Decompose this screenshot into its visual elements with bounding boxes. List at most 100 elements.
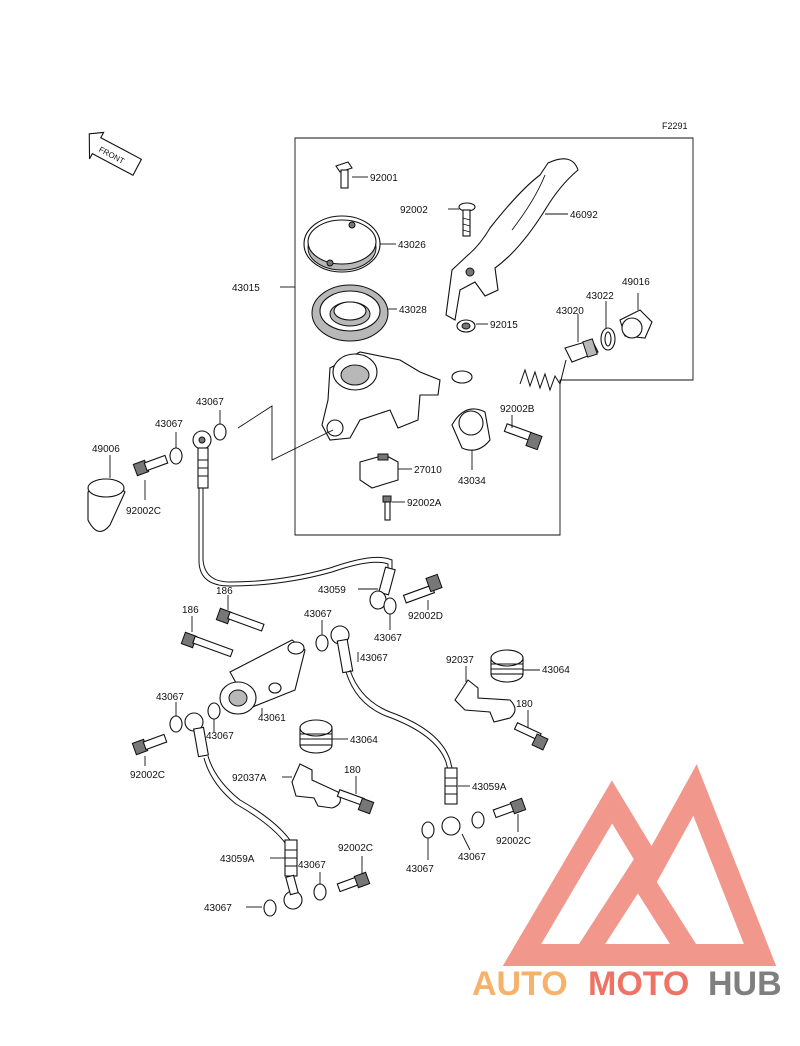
label-92002C-b: 92002C bbox=[130, 770, 165, 781]
label-43067-f: 43067 bbox=[156, 692, 184, 703]
label-92015: 92015 bbox=[490, 320, 518, 331]
part-92002C-bolt-b bbox=[131, 733, 168, 756]
label-49006: 49006 bbox=[92, 444, 120, 455]
part-43020-piston-kit bbox=[519, 338, 599, 392]
part-92002A-screw bbox=[382, 495, 392, 521]
label-27010: 27010 bbox=[414, 465, 442, 476]
part-43064-grommet-b bbox=[299, 719, 333, 754]
part-master-cylinder-body bbox=[321, 351, 473, 441]
label-43067-g: 43067 bbox=[206, 731, 234, 742]
watermark-triangle-logo bbox=[502, 764, 777, 966]
label-43059: 43059 bbox=[318, 585, 346, 596]
part-92002C-bolt-d bbox=[336, 871, 371, 893]
label-43061: 43061 bbox=[258, 713, 286, 724]
label-92002A: 92002A bbox=[407, 498, 442, 509]
label-46092: 46092 bbox=[570, 210, 598, 221]
watermark-text-auto: AUTO bbox=[472, 965, 568, 1003]
part-43026-reservoir-cap bbox=[303, 215, 381, 273]
part-43067-washer-d bbox=[315, 634, 329, 652]
part-49006-bleeder-cap bbox=[87, 478, 126, 532]
label-43067-a: 43067 bbox=[196, 397, 224, 408]
part-92002B-bolt bbox=[503, 423, 543, 451]
label-49016: 49016 bbox=[622, 277, 650, 288]
part-27010-switch bbox=[359, 453, 399, 489]
label-43059A-a: 43059A bbox=[472, 782, 507, 793]
label-92002B: 92002B bbox=[500, 404, 535, 415]
part-186-bolt-b bbox=[180, 631, 234, 658]
watermark-text-hub: HUB bbox=[708, 965, 782, 1003]
part-92002-screw bbox=[458, 202, 476, 237]
part-43067-washer-a bbox=[213, 423, 227, 441]
watermark-text-moto: MOTO bbox=[588, 965, 689, 1003]
part-43067-washer-f bbox=[169, 715, 183, 733]
label-92037A: 92037A bbox=[232, 773, 267, 784]
part-43022-circlip bbox=[600, 327, 616, 351]
front-arrow-icon: FRONT bbox=[88, 131, 143, 176]
part-43067-washer-c bbox=[383, 597, 397, 615]
label-92037: 92037 bbox=[446, 655, 474, 666]
part-43067-washer-g bbox=[421, 821, 435, 839]
label-43067-h: 43067 bbox=[298, 860, 326, 871]
part-lower-left-banjo bbox=[184, 712, 209, 758]
label-92002: 92002 bbox=[400, 205, 428, 216]
part-43034-clamp bbox=[451, 408, 491, 451]
label-43064-a: 43064 bbox=[542, 665, 570, 676]
part-46092-lever bbox=[445, 158, 579, 321]
watermark: AUTO MOTO HUB bbox=[472, 764, 782, 1003]
label-186-a: 186 bbox=[216, 586, 233, 597]
part-180-bolt-a bbox=[513, 722, 549, 751]
part-92002D-bolt bbox=[402, 573, 443, 604]
part-43067-washer-h bbox=[471, 811, 485, 829]
part-186-bolt-a bbox=[215, 607, 265, 632]
part-49016-dust-boot bbox=[619, 309, 653, 339]
brake-hose-right bbox=[349, 669, 453, 769]
part-92002C-bolt-c bbox=[492, 797, 527, 819]
part-43067-washer-j bbox=[313, 883, 327, 901]
label-43028: 43028 bbox=[399, 305, 427, 316]
label-43067-k: 43067 bbox=[204, 903, 232, 914]
label-43067-c: 43067 bbox=[304, 609, 332, 620]
label-43067-e: 43067 bbox=[360, 653, 388, 664]
label-43020: 43020 bbox=[556, 306, 584, 317]
part-92037A-bracket bbox=[291, 763, 341, 809]
label-92002C-c: 92002C bbox=[496, 836, 531, 847]
label-43015: 43015 bbox=[232, 283, 260, 294]
part-180-bolt-b bbox=[336, 789, 375, 815]
part-43067-washer-b bbox=[169, 447, 183, 465]
part-43064-grommet-a bbox=[490, 649, 524, 683]
part-43028-diaphragm bbox=[311, 284, 389, 342]
part-92001-screw bbox=[335, 161, 353, 189]
part-labels: 92001 92002 46092 43026 43015 43028 4302… bbox=[92, 173, 650, 914]
part-43067-washer-i bbox=[263, 899, 277, 917]
label-43034: 43034 bbox=[458, 476, 486, 487]
label-180-b: 180 bbox=[344, 765, 361, 776]
part-43061-joint bbox=[219, 639, 306, 715]
figure-code: F2291 bbox=[662, 121, 688, 131]
label-92001: 92001 bbox=[370, 173, 398, 184]
brake-hose-left bbox=[207, 755, 291, 841]
label-43059A-b: 43059A bbox=[220, 854, 255, 865]
label-92002C-a: 92002C bbox=[126, 506, 161, 517]
part-92037-bracket bbox=[454, 679, 516, 723]
part-mid-banjo-fitting bbox=[330, 625, 354, 674]
label-43067-d: 43067 bbox=[374, 633, 402, 644]
part-43067-washer-e bbox=[207, 702, 221, 720]
label-92002C-d: 92002C bbox=[338, 843, 373, 854]
label-43067-j: 43067 bbox=[406, 864, 434, 875]
brake-hose-upper bbox=[202, 488, 393, 583]
part-92015-bushing bbox=[456, 319, 476, 333]
part-43059A-fitting-a bbox=[441, 767, 461, 836]
label-92002D: 92002D bbox=[408, 611, 443, 622]
label-43067-i: 43067 bbox=[458, 852, 486, 863]
assembly-box-outline bbox=[294, 137, 694, 536]
part-upper-banjo-fitting bbox=[192, 430, 212, 489]
label-180-a: 180 bbox=[516, 699, 533, 710]
label-43022: 43022 bbox=[586, 291, 614, 302]
part-43059-hose-fitting bbox=[369, 566, 396, 610]
part-92002C-bolt-a bbox=[132, 454, 169, 477]
label-186-b: 186 bbox=[182, 605, 199, 616]
label-43067-b: 43067 bbox=[155, 419, 183, 430]
part-43059A-fitting-b bbox=[283, 839, 303, 910]
label-43026: 43026 bbox=[398, 240, 426, 251]
